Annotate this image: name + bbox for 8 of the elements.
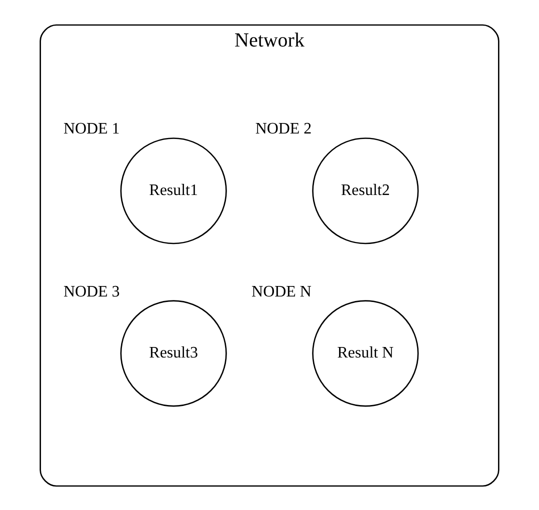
node-circle: Result N [312, 300, 419, 406]
node-label: NODE 2 [255, 120, 312, 138]
node-label: NODE 3 [63, 282, 120, 300]
node-label: NODE N [252, 282, 312, 300]
node-circle: Result3 [120, 300, 227, 406]
node-circle: Result2 [312, 137, 419, 244]
node-label: NODE 1 [63, 120, 120, 138]
node-circle: Result1 [120, 137, 227, 244]
